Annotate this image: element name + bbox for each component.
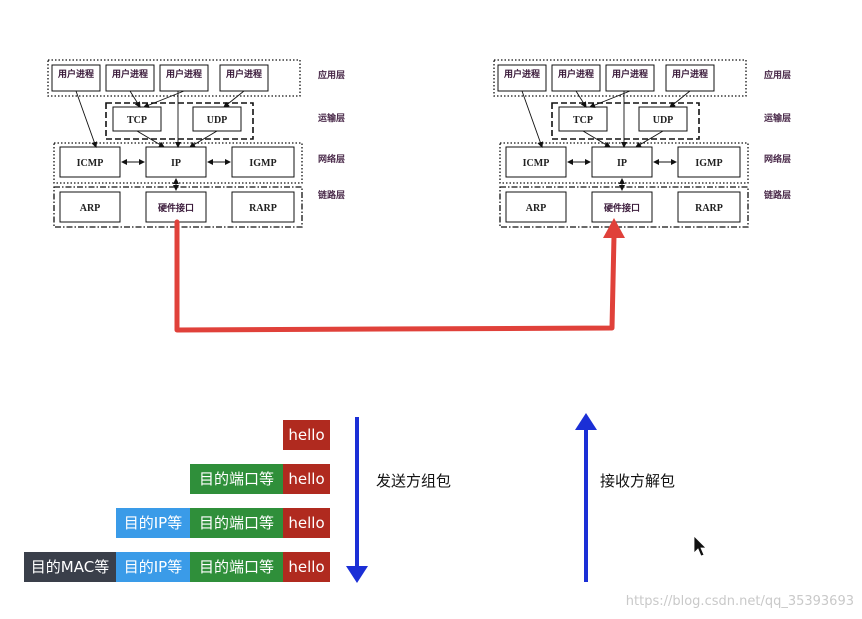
udp-box bbox=[192, 106, 242, 132]
icmp-label: ICMP bbox=[523, 158, 550, 169]
ip-label: IP bbox=[617, 158, 627, 169]
transmission-wire-arrowhead bbox=[603, 218, 625, 238]
sender-stack: 用户进程 用户进程 用户进程 用户进程 TCP UDP ICMP IP IGMP… bbox=[47, 59, 345, 228]
connection-arrows bbox=[75, 90, 245, 191]
user-process-label: 用户进程 bbox=[111, 68, 148, 80]
icmp-box bbox=[59, 146, 121, 178]
hardware-interface-label: 硬件接口 bbox=[158, 202, 194, 214]
transmission-wire bbox=[174, 219, 617, 333]
transport-layer-label: 运输层 bbox=[764, 112, 791, 124]
user-process-label: 用户进程 bbox=[557, 68, 594, 80]
network-layer-label: 网络层 bbox=[764, 153, 791, 165]
user-process-box-3 bbox=[605, 64, 655, 92]
arp-label: ARP bbox=[80, 203, 101, 214]
icmp-label: ICMP bbox=[77, 158, 104, 169]
tcp-box bbox=[112, 106, 162, 132]
packet-ip-chip: 目的IP等 bbox=[116, 552, 190, 582]
app-layer-label: 应用层 bbox=[318, 69, 345, 81]
packet-hello-chip: hello bbox=[283, 508, 330, 538]
sender-down-arrowhead bbox=[346, 566, 368, 583]
user-process-label: 用户进程 bbox=[611, 68, 648, 80]
packet-port-chip: 目的端口等 bbox=[190, 552, 283, 582]
tcp-label: TCP bbox=[127, 115, 147, 126]
ip-label: IP bbox=[171, 158, 181, 169]
user-process-label: 用户进程 bbox=[503, 68, 540, 80]
igmp-box bbox=[231, 146, 295, 178]
user-process-box-1 bbox=[51, 64, 101, 92]
mouse-cursor-icon bbox=[693, 535, 707, 557]
hardware-interface-box bbox=[591, 191, 653, 223]
connection-arrows bbox=[521, 90, 691, 191]
receiver-up-arrowhead bbox=[575, 413, 597, 430]
igmp-label: IGMP bbox=[695, 158, 722, 169]
network-layer-label: 网络层 bbox=[318, 153, 345, 165]
packet-hello-chip: hello bbox=[283, 420, 330, 450]
rarp-box bbox=[677, 191, 741, 223]
user-process-box-4 bbox=[665, 64, 715, 92]
app-layer-frame bbox=[493, 59, 747, 97]
user-process-label: 用户进程 bbox=[225, 68, 262, 80]
udp-label: UDP bbox=[653, 115, 674, 126]
user-process-label: 用户进程 bbox=[57, 68, 94, 80]
udp-box bbox=[638, 106, 688, 132]
rarp-label: RARP bbox=[695, 203, 723, 214]
receiver-caption: 接收方解包 bbox=[600, 472, 676, 490]
link-layer-label: 链路层 bbox=[318, 189, 345, 201]
app-layer-label: 应用层 bbox=[764, 69, 791, 81]
packet-port-chip: 目的端口等 bbox=[190, 464, 283, 494]
icmp-box bbox=[505, 146, 567, 178]
hardware-interface-label: 硬件接口 bbox=[604, 202, 640, 214]
user-process-box-3 bbox=[159, 64, 209, 92]
igmp-label: IGMP bbox=[249, 158, 276, 169]
watermark: https://blog.csdn.net/qq_35393693 bbox=[625, 594, 854, 609]
udp-label: UDP bbox=[207, 115, 228, 126]
rarp-box bbox=[231, 191, 295, 223]
user-process-label: 用户进程 bbox=[671, 68, 708, 80]
arp-box bbox=[59, 191, 121, 223]
packet-ip-chip: 目的IP等 bbox=[116, 508, 190, 538]
transport-layer-frame bbox=[105, 102, 254, 140]
packet-hello-chip: hello bbox=[283, 552, 330, 582]
arp-box bbox=[505, 191, 567, 223]
tcp-label: TCP bbox=[573, 115, 593, 126]
packet-hello-chip: hello bbox=[283, 464, 330, 494]
link-layer-label: 链路层 bbox=[764, 189, 791, 201]
igmp-box bbox=[677, 146, 741, 178]
sender-caption: 发送方组包 bbox=[376, 472, 452, 490]
app-layer-frame bbox=[47, 59, 301, 97]
transport-layer-frame bbox=[551, 102, 700, 140]
arp-label: ARP bbox=[526, 203, 547, 214]
user-process-label: 用户进程 bbox=[165, 68, 202, 80]
ip-box bbox=[591, 146, 653, 178]
packet-port-chip: 目的端口等 bbox=[190, 508, 283, 538]
transport-layer-label: 运输层 bbox=[318, 112, 345, 124]
packet-mac-chip: 目的MAC等 bbox=[24, 552, 116, 582]
rarp-label: RARP bbox=[249, 203, 277, 214]
receiver-stack: 用户进程 用户进程 用户进程 用户进程 TCP UDP ICMP IP IGMP… bbox=[493, 59, 791, 228]
user-process-box-2 bbox=[551, 64, 601, 92]
